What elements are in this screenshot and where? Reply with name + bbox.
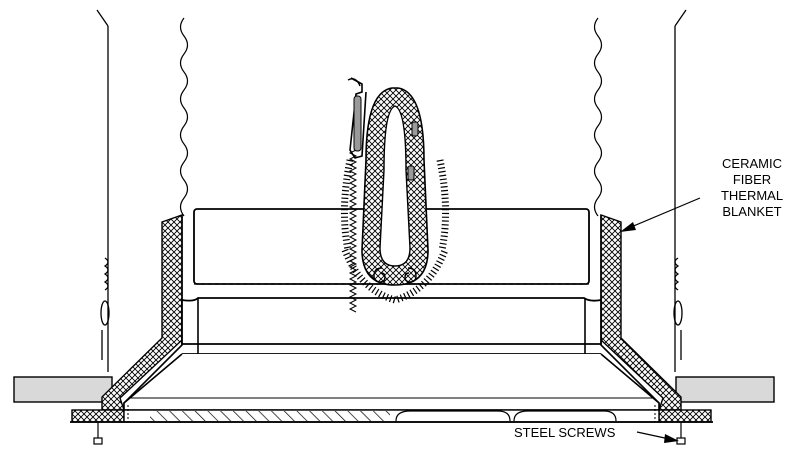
label-blanket-line3: THERMAL <box>721 188 783 203</box>
hanger-wire-left <box>96 9 110 372</box>
callout-leader-screws <box>636 431 679 443</box>
steel-screw-left <box>93 422 103 445</box>
break-line-right <box>593 17 603 217</box>
label-blanket-line2: FIBER <box>733 172 771 187</box>
lens-curve-1 <box>395 410 511 422</box>
louver-hatch <box>150 411 390 421</box>
callout-leader-blanket <box>620 197 701 232</box>
lens-curve-2 <box>513 410 617 422</box>
ceiling-tile-right <box>675 376 775 403</box>
hanger-wire-right <box>673 9 687 372</box>
trim-ring <box>123 353 660 411</box>
label-steel-screws: STEEL SCREWS <box>514 425 616 440</box>
ceiling-tile-left <box>13 376 113 403</box>
lamp-clip <box>349 77 367 159</box>
lamp-coil <box>348 149 358 313</box>
label-blanket-line4: BLANKET <box>722 204 781 219</box>
thermal-blanket-bottom-right <box>658 409 712 423</box>
thermal-blanket-bottom-left <box>71 409 125 423</box>
lamp-tube-inner <box>379 105 411 267</box>
lamp-assembly <box>340 77 450 313</box>
break-line-left <box>179 17 189 217</box>
reflector-box <box>181 297 602 345</box>
label-blanket-line1: CERAMIC <box>722 156 782 171</box>
